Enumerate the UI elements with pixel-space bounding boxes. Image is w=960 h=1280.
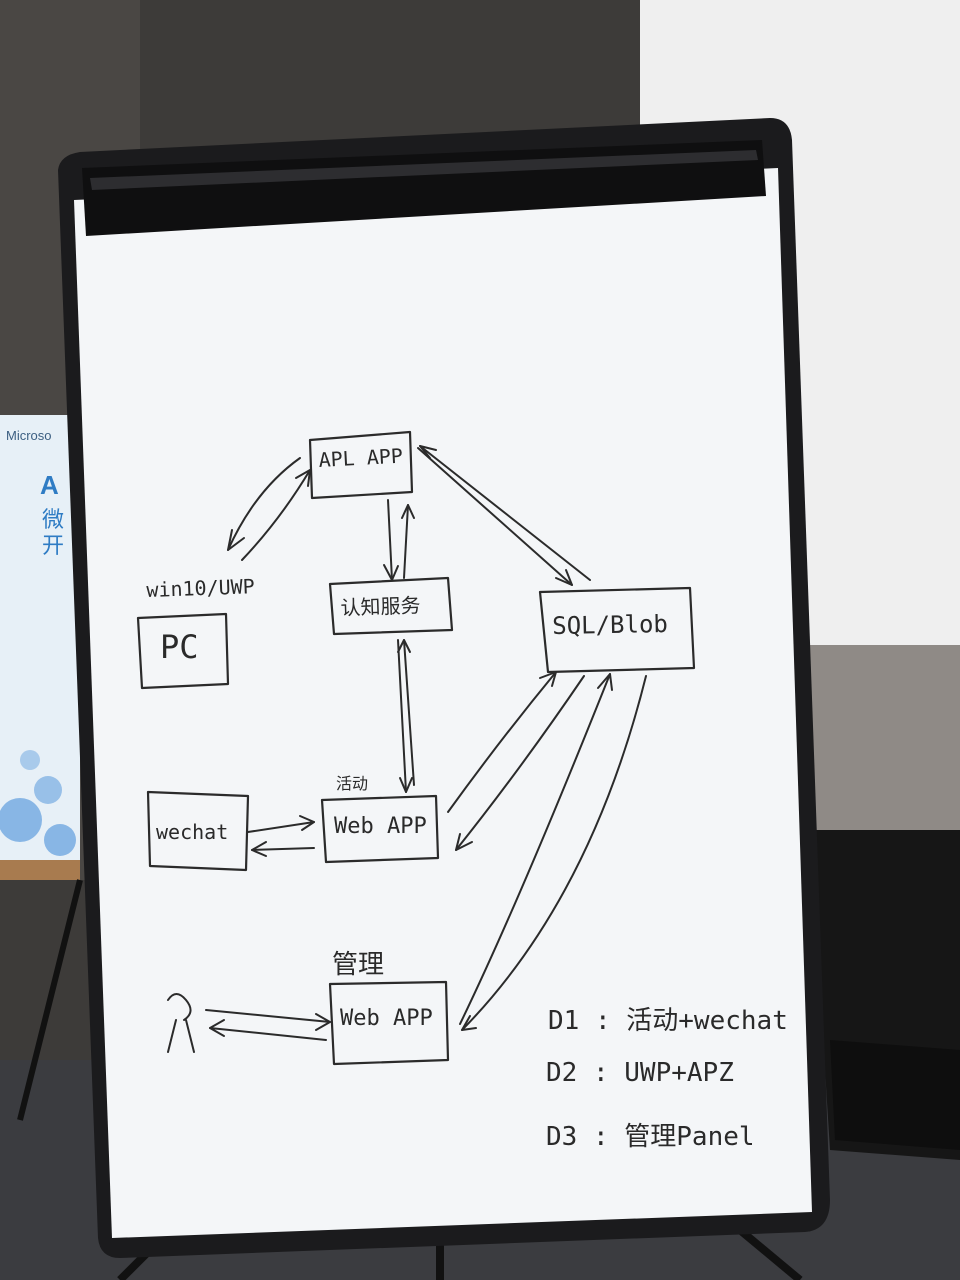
- sql-blob-box: [538, 586, 696, 674]
- wechat-label: wechat: [156, 820, 229, 844]
- admin-web-app-label: Web APP: [340, 1006, 433, 1031]
- diagram-boxes: [136, 430, 696, 1066]
- activity-web-app-box: [320, 794, 440, 864]
- wechat-box: [146, 790, 250, 872]
- deliverable-d2: D2 : UWP+APZ: [546, 1058, 734, 1088]
- whiteboard-surface: [74, 168, 812, 1238]
- deliverable-d1: D1 : 活动+wechat: [548, 1000, 788, 1037]
- deliverable-key: D2: [546, 1058, 578, 1088]
- deliverable-key: D1: [548, 1006, 580, 1036]
- person-icon: [167, 993, 195, 1053]
- deliverable-d3: D3 : 管理Panel: [546, 1116, 755, 1153]
- admin-caption: 管理: [332, 950, 385, 980]
- person-caption: 人: [160, 1058, 174, 1078]
- pc-platform-caption: win10/UWP: [146, 574, 256, 602]
- sql-blob-label: SQL/Blob: [552, 609, 669, 640]
- deliverable-separator: :: [594, 1006, 611, 1036]
- deliverable-value: 管理Panel: [624, 1122, 755, 1152]
- activity-caption: 活动: [336, 774, 369, 793]
- admin-web-app-box: [328, 980, 450, 1066]
- api-app-label: APL APP: [318, 443, 404, 472]
- deliverable-value: UWP+APZ: [624, 1058, 734, 1088]
- pc-box: [136, 612, 230, 690]
- auth-service-box: [328, 576, 454, 636]
- poster-line-3: 开: [42, 533, 65, 558]
- api-app-box: [308, 430, 414, 500]
- auth-service-label: 认知服务: [340, 593, 421, 620]
- poster-line-2: 微: [42, 507, 65, 532]
- deliverable-separator: :: [592, 1122, 609, 1152]
- poster-line-1: A: [40, 470, 59, 500]
- deliverable-value: 活动+wechat: [626, 1006, 788, 1036]
- diagram-arrows: [167, 445, 647, 1053]
- pc-label: PC: [160, 628, 199, 666]
- deliverable-separator: :: [592, 1058, 609, 1088]
- poster-brand: Microso: [6, 428, 52, 443]
- activity-web-app-label: Web APP: [334, 814, 427, 839]
- deliverable-key: D3: [546, 1122, 578, 1152]
